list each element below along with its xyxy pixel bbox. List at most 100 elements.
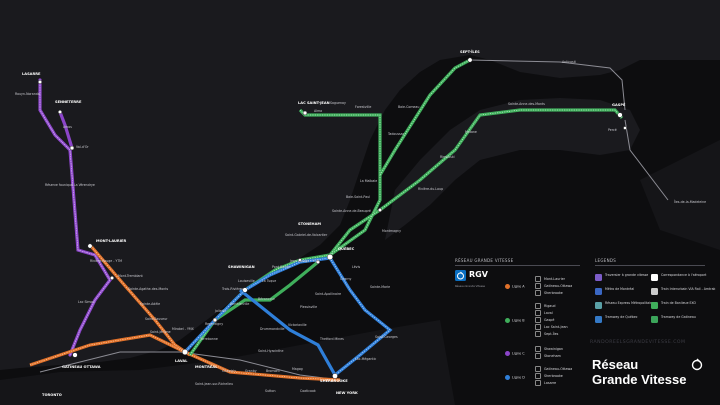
dest-d-1: Sherbrooke xyxy=(535,373,563,379)
label-saint-sauveur: Saint-Sauveur xyxy=(145,317,168,321)
station-dot xyxy=(72,352,78,358)
label-louiseville: Louiseville xyxy=(238,279,255,283)
legend-item-metro: Métro de Montréal xyxy=(605,287,635,291)
label-anticosti: Anticosti xyxy=(562,60,576,64)
label-la-tuque: La Tuque xyxy=(262,279,276,283)
dest-c-0: Shawinigan xyxy=(535,346,563,352)
dest-square-icon xyxy=(535,353,541,359)
label-beaupre: Sainte-Anne-de-Beaupré xyxy=(332,209,371,213)
label-sainte-marie: Sainte-Marie xyxy=(370,285,390,289)
label-riviere-rouge: Rivière-Rouge - YTM xyxy=(90,259,122,263)
label-jean-lesage: Jean Lesage - YQB xyxy=(289,259,319,263)
station-dot xyxy=(109,275,115,281)
label-stoneham: STONEHAM xyxy=(298,222,321,226)
label-senneterre: SENNETERRE xyxy=(55,100,82,104)
label-lasarre: LASARRE xyxy=(22,72,41,76)
label-gaspe: GASPÉ xyxy=(612,102,626,107)
dest-b-4: Sept-Îles xyxy=(535,331,558,337)
line-b-icon xyxy=(505,318,510,323)
label-victoriaville: Victoriaville xyxy=(288,323,307,327)
line-c: Ligne C xyxy=(505,351,525,356)
label-joliette: Joliette xyxy=(214,309,226,313)
label-lac-megantic: Lac-Mégantic xyxy=(355,357,376,361)
label-sainte-adele: Sainte-Adèle xyxy=(140,302,160,306)
label-quebec: QUÉBEC xyxy=(338,246,355,251)
dest-d-0: Gatineau-Ottawa xyxy=(535,366,572,372)
label-gatineau: GATINEAU OTTAWA xyxy=(62,365,101,369)
station-dot xyxy=(332,373,338,379)
label-new-york: NEW YORK xyxy=(336,391,358,395)
exo-icon xyxy=(651,302,658,309)
station-dot xyxy=(212,317,218,323)
label-trois-rivieres: Trois-Rivières xyxy=(221,287,243,291)
tram-quebec-icon xyxy=(595,316,602,323)
dest-label: Gatineau-Ottawa xyxy=(544,284,573,288)
dest-a-0: Mont-Laurier xyxy=(535,276,565,282)
legend-panel: RÉSEAU GRANDE VITESSE LEGENDS RGV Réseau… xyxy=(455,258,717,398)
dest-label: Gatineau-Ottawa xyxy=(544,367,573,371)
rgv-logo-icon xyxy=(691,358,703,371)
label-valcartier: Saint-Gabriel-de-Valcartier xyxy=(285,233,328,237)
train-icon xyxy=(651,288,658,295)
label-montreal: MONTRÉAL xyxy=(195,364,218,369)
label-alma: Alma xyxy=(314,109,322,113)
dest-square-icon xyxy=(535,373,541,379)
dest-label: Rigaud xyxy=(544,304,556,308)
legend-item-rem: Réseau Express Métropolitain xyxy=(605,301,653,305)
label-saguenay: Saguenay xyxy=(330,101,346,105)
legend-item-exo: Train de Banlieue EXO xyxy=(661,301,697,305)
label-laval: LAVAL xyxy=(175,359,188,363)
rgv-logo-icon xyxy=(457,271,464,280)
label-charny: Charny xyxy=(340,277,351,281)
station-dot xyxy=(181,348,189,356)
network-header: RÉSEAU GRANDE VITESSE xyxy=(455,258,514,263)
label-becancour: Bécancour xyxy=(258,297,276,301)
ligne-c xyxy=(38,78,112,357)
station-labels: LASARRE Rouyn-Noranda SENNETERRE Amos Va… xyxy=(15,49,706,397)
label-rimouski: Rimouski xyxy=(440,155,455,159)
dest-b-2: Gaspé xyxy=(535,317,554,323)
dest-label: Shawinigan xyxy=(544,347,564,351)
label-sainte-anne-des-monts: Sainte-Anne-des-Monts xyxy=(508,102,545,106)
legend-item-airport: Correspondance à l'aéroport xyxy=(661,273,707,277)
label-lac-simon: Lac Simon xyxy=(78,300,94,304)
line-b: Ligne B xyxy=(505,318,525,323)
label-magog: Magog xyxy=(292,367,303,371)
dest-label: Sherbrooke xyxy=(544,374,563,378)
dest-label: Sherbrooke xyxy=(544,291,563,295)
label-sherbrooke: SHERBROOKE xyxy=(320,379,348,383)
label-sainte-agathe: Sainte-Agathe-des-Monts xyxy=(128,287,168,291)
map-title-line-2: Grande Vitesse xyxy=(592,372,687,387)
line-a-label: Ligne A xyxy=(512,284,525,289)
divider xyxy=(455,265,580,266)
dest-square-icon xyxy=(535,276,541,282)
dest-label: Stoneham xyxy=(544,354,561,358)
label-berthierville: Berthierville xyxy=(230,302,249,306)
dest-square-icon xyxy=(535,303,541,309)
label-shawinigan: SHAWINIGAN xyxy=(228,265,255,269)
label-saint-jean: Saint-Jean-sur-Richelieu xyxy=(195,382,233,386)
intercity-lines xyxy=(39,59,669,381)
label-saint-hyacinthe: Saint-Hyacinthe xyxy=(258,349,283,353)
label-amos: Amos xyxy=(63,125,72,129)
rgv-subtitle: Réseau Grande Vitesse xyxy=(455,285,486,288)
label-riviere-du-loup: Rivière-du-Loup xyxy=(418,187,443,191)
dest-square-icon xyxy=(535,346,541,352)
divider xyxy=(595,265,705,266)
dest-b-1: Laval xyxy=(535,310,553,316)
station-dot xyxy=(302,110,308,116)
watermark: RANDOREELSGRANDEVITESSE.COM xyxy=(590,340,686,345)
label-terrebonne: Terrebonne xyxy=(199,337,218,341)
line-a: Ligne A xyxy=(505,284,525,289)
tram-gatineau-icon xyxy=(651,316,658,323)
station-dot xyxy=(617,112,623,118)
rgv-label: RGV xyxy=(469,270,488,279)
label-mirabel: Mirabel - YMX xyxy=(172,327,195,331)
label-baie-comeau: Baie-Comeau xyxy=(398,105,419,109)
stations xyxy=(37,57,627,379)
dest-c-1: Stoneham xyxy=(535,353,561,359)
label-saint-georges: Saint-Georges xyxy=(375,335,398,339)
line-d-label: Ligne D xyxy=(512,375,525,380)
label-levis: Lévis xyxy=(352,265,360,269)
